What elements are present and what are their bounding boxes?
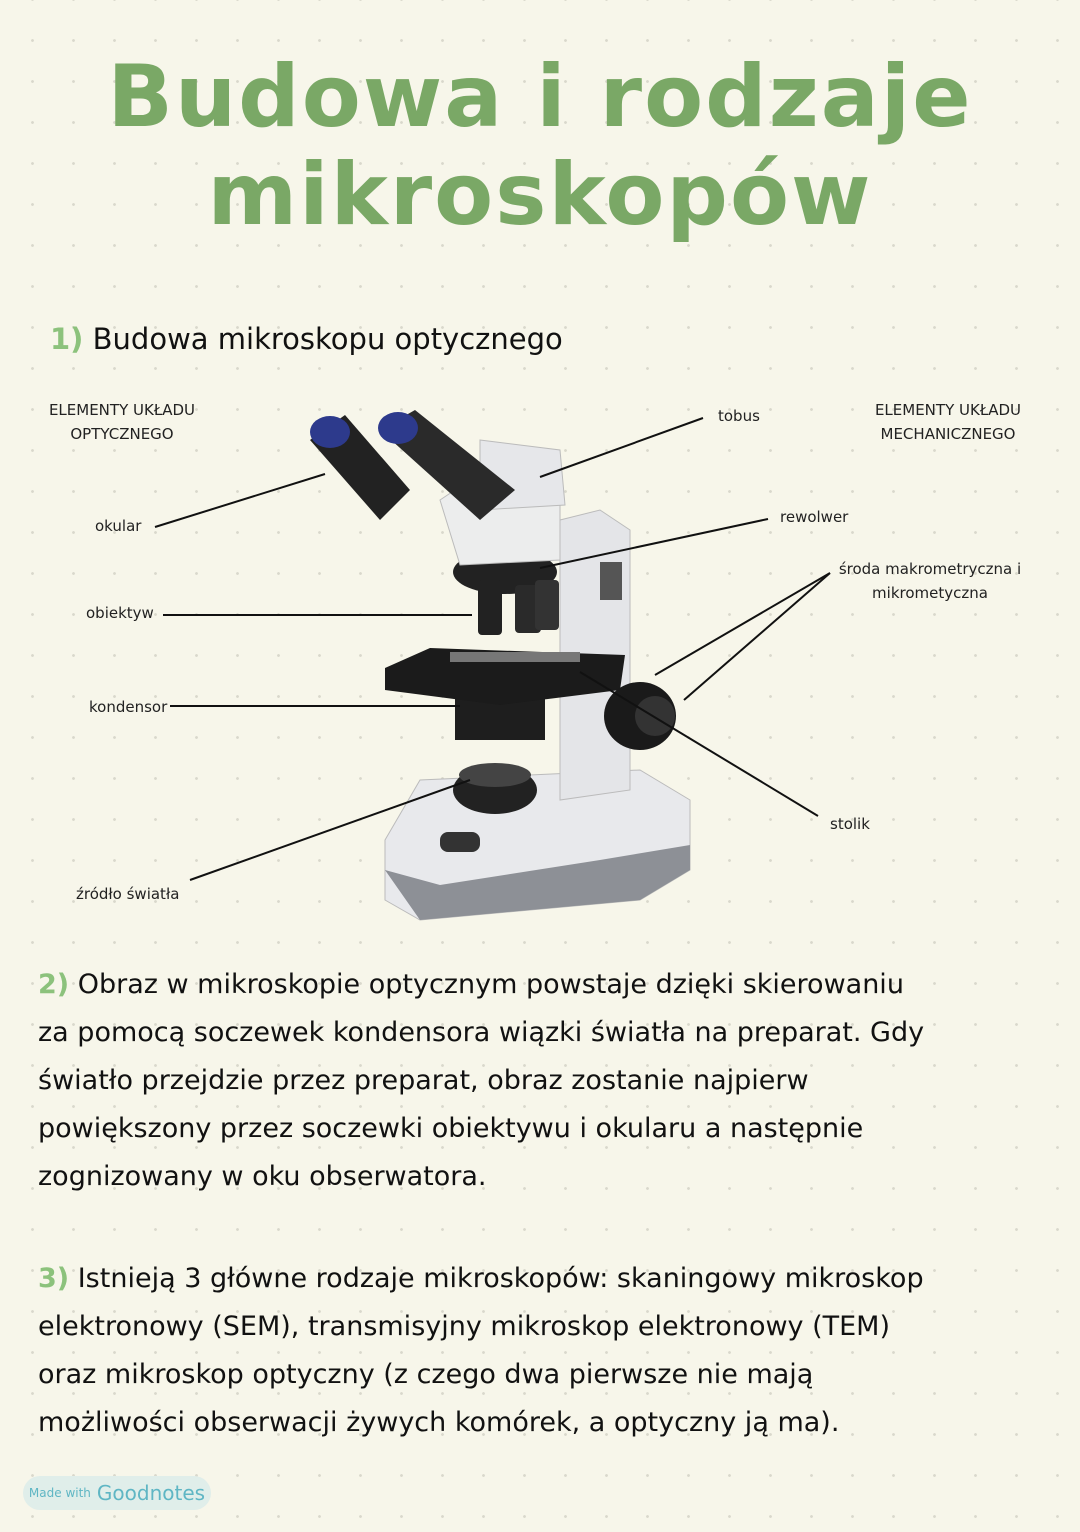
heading-text: Budowa mikroskopu optycznego	[92, 322, 563, 356]
label-okular: okular	[95, 517, 142, 535]
sruby-line-2	[683, 572, 831, 701]
text-line: oraz mikroskop optyczny (z czego dwa pie…	[38, 1359, 814, 1390]
label-sruby: środa makrometryczna i mikrometyczna	[830, 557, 1030, 605]
text-line: możliwości obserwacji żywych komórek, a …	[38, 1407, 840, 1438]
header-line: ELEMENTY UKŁADU	[48, 401, 196, 419]
label-line: środa makrometryczna i	[838, 560, 1022, 578]
label-obiektyw: obiektyw	[86, 604, 154, 622]
label-stolik: stolik	[830, 815, 870, 833]
zrodlo-line	[189, 779, 471, 881]
label-tobus: tobus	[718, 407, 760, 425]
rewolwer-line	[539, 518, 769, 569]
page-title-line1: Budowa i rodzaje	[107, 47, 973, 147]
label-line: mikrometyczna	[872, 584, 988, 602]
text-line: Obraz w mikroskopie optycznym powstaje d…	[69, 969, 904, 1000]
section-number: 2)	[38, 969, 70, 1000]
badge-prefix: Made with	[28, 1486, 91, 1500]
text-line: zognizowany w oku obserwatora.	[38, 1161, 487, 1192]
sruby-line-1	[654, 572, 831, 676]
text-line: Istnieją 3 główne rodzaje mikroskopów: s…	[69, 1263, 924, 1294]
section2-paragraph: 2) Obraz w mikroskopie optycznym powstaj…	[38, 961, 1058, 1201]
optical-elements-header: ELEMENTY UKŁADU OPTYCZNEGO	[22, 398, 222, 446]
text-line: powiększony przez soczewki obiektywu i o…	[38, 1113, 864, 1144]
label-lines	[154, 417, 831, 881]
brand-logo	[440, 832, 480, 852]
section-number: 3)	[38, 1263, 70, 1294]
microscope-image	[310, 410, 691, 921]
section-number: 1)	[50, 322, 84, 356]
section1-heading: 1) Budowa mikroskopu optycznego	[50, 322, 563, 356]
okular-line	[154, 473, 326, 528]
tobus-line	[539, 417, 704, 478]
text-line: światło przejdzie przez preparat, obraz …	[38, 1065, 809, 1096]
mechanical-elements-header: ELEMENTY UKŁADU MECHANICZNEGO	[848, 398, 1048, 446]
header-line: ELEMENTY UKŁADU	[874, 401, 1022, 419]
label-zrodlo-swiatla: źródło światła	[76, 885, 180, 903]
section3-paragraph: 3) Istnieją 3 główne rodzaje mikroskopów…	[38, 1255, 1058, 1447]
label-rewolwer: rewolwer	[780, 508, 849, 526]
badge-brand: Goodnotes	[96, 1481, 206, 1505]
page-title-line2: mikroskopów	[207, 145, 873, 245]
header-line: MECHANICZNEGO	[880, 425, 1016, 443]
text-line: za pomocą soczewek kondensora wiązki świ…	[38, 1017, 925, 1048]
header-line: OPTYCZNEGO	[70, 425, 174, 443]
label-kondensor: kondensor	[89, 698, 168, 716]
text-line: elektronowy (SEM), transmisyjny mikrosko…	[38, 1311, 891, 1342]
stolik-line	[579, 671, 819, 817]
made-with-goodnotes-badge[interactable]: Made with Goodnotes	[23, 1476, 211, 1510]
